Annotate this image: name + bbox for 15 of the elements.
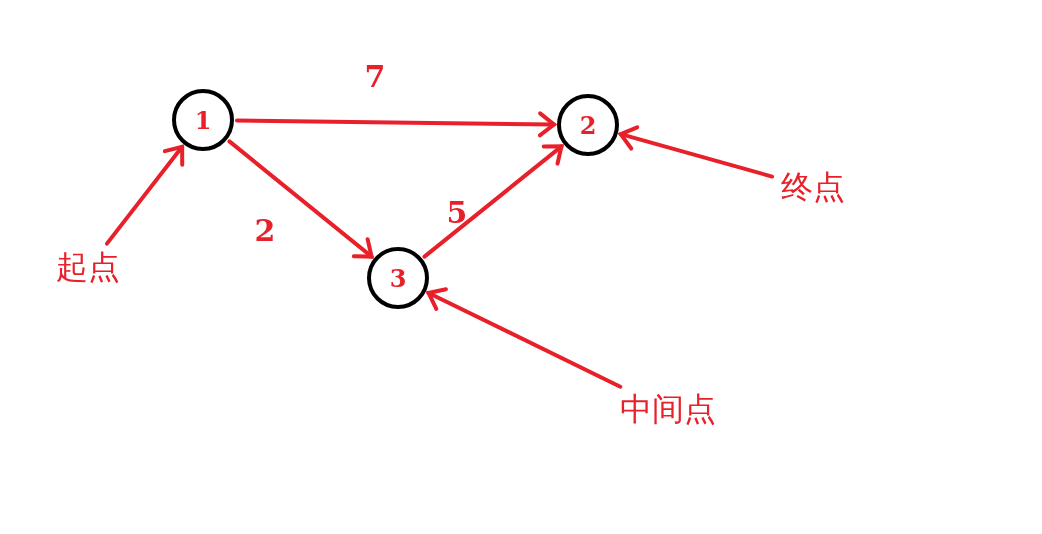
annotation-text: 中间点 [612, 388, 724, 432]
annotation-text: 终点 [775, 166, 851, 210]
leader-arrow [426, 287, 623, 389]
annotation-text: 起点 [50, 246, 126, 290]
edge-label: 5 [445, 196, 469, 230]
edge-label: 2 [253, 214, 277, 248]
node-circle: 2 [557, 94, 619, 156]
arrow [422, 144, 564, 259]
arrow [227, 139, 374, 259]
node-circle: 3 [367, 247, 429, 309]
leader-arrow [104, 144, 185, 246]
arrow [235, 111, 556, 138]
leader-arrow [618, 125, 775, 179]
edge-label: 7 [363, 60, 387, 94]
node-circle: 1 [172, 89, 234, 151]
